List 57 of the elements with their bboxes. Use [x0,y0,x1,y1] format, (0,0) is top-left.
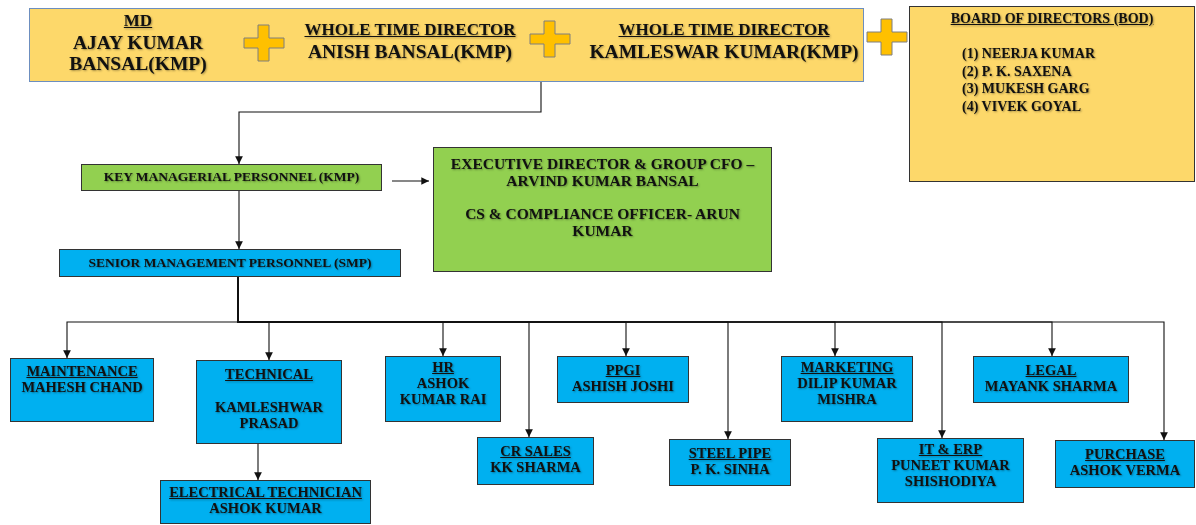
director-banner [29,8,864,82]
person-name: ASHOK VERMA [1068,462,1182,479]
org-box [160,480,371,524]
person-name: P. K. SINHA [689,461,771,478]
person-name: KK SHARMA [489,459,582,476]
board-title: BOARD OF DIRECTORS (BOD) [950,11,1154,27]
member-name: (2) P. K. SAXENA [962,63,1072,80]
group-title: SENIOR MANAGEMENT PERSONNEL (SMP) [87,256,373,271]
org-box [385,356,501,422]
member-name: (3) MUKESH GARG [962,81,1090,97]
person-name: AJAY KUMAR BANSAL(KMP) [68,31,208,75]
department-title: PURCHASE [1084,447,1166,463]
role-title: WHOLE TIME DIRECTOR [303,21,517,40]
org-box [196,360,342,444]
department-title: ELECTRICAL TECHNICIAN [168,485,363,501]
member-name: (1) NEERJA KUMAR [962,46,1095,62]
person-name: MAHESH CHAND [20,379,144,396]
org-box [973,356,1129,403]
person-name: MAYANK SHARMA [983,378,1119,395]
org-box [557,356,689,403]
person-name: KAMLESHWAR PRASAD [214,399,324,432]
org-box [781,356,913,422]
department-title: LEGAL [1024,363,1078,379]
org-box [433,147,772,272]
org-box [59,249,401,277]
person-name: PUNEET KUMAR SHISHODIYA [890,457,1011,490]
board-panel [909,6,1195,182]
org-box [1055,440,1195,488]
person-name: DILIP KUMAR MISHRA [796,375,898,408]
person-name: ASHISH JOSHI [571,378,675,395]
org-box [877,438,1024,503]
group-title: KEY MANAGERIAL PERSONNEL (KMP) [102,170,361,185]
department-title: STEEL PIPE [687,446,773,462]
department-title: MAINTENANCE [25,364,139,380]
role-title: MD [122,12,154,31]
person-name: ASHOK KUMAR RAI [398,375,488,408]
person-name: ASHOK KUMAR [208,500,323,517]
department-title: HR [431,360,455,376]
department-title: CR SALES [499,444,572,460]
org-box [81,164,382,191]
department-title: TECHNICAL [224,367,314,383]
department-title: PPGI [604,363,642,379]
connector-arrow [235,190,243,250]
connector-arrow [391,177,430,185]
connector-arrow [235,81,542,165]
department-title: MARKETING [799,360,895,376]
role-title: WHOLE TIME DIRECTOR [617,21,831,40]
org-box [669,439,791,486]
org-box [10,358,154,422]
department-title: IT & ERP [917,442,984,458]
officer-title: EXECUTIVE DIRECTOR & GROUP CFO – ARVIND KUMAR BANSAL [449,155,756,190]
org-box [477,437,594,485]
person-name: KAMLESWAR KUMAR(KMP) [588,40,860,63]
connector-arrow [254,443,262,481]
officer-title: CS & COMPLIANCE OFFICER- ARUN KUMAR [464,205,741,240]
member-name: (4) VIVEK GOYAL [962,98,1082,114]
person-name: ANISH BANSAL(KMP) [306,40,514,63]
